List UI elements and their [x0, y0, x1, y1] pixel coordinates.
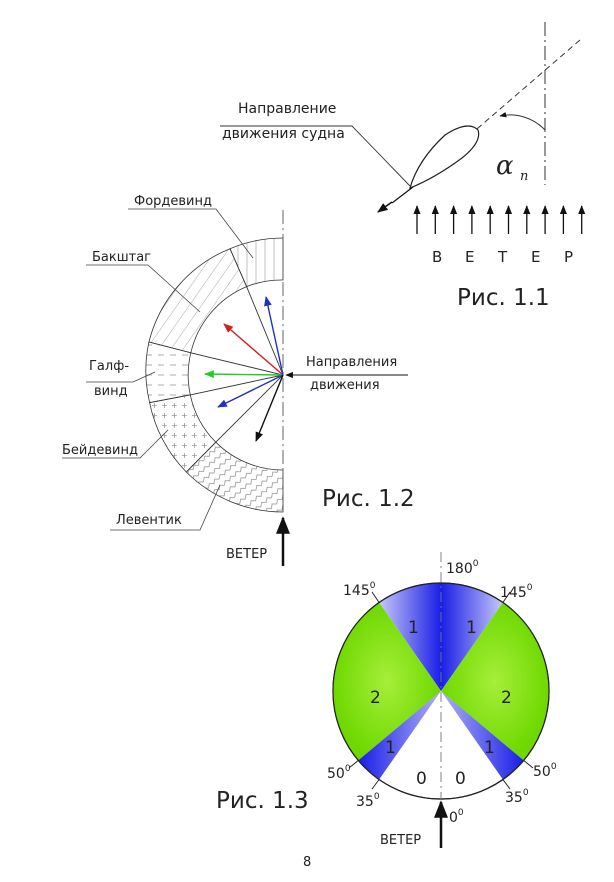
wind-letter: В — [432, 248, 442, 266]
page-number: 8 — [303, 855, 311, 870]
angle-35-left: 350 — [356, 792, 380, 810]
callout-line-2: движения судна — [222, 126, 345, 142]
callout-line-1: Направление — [238, 101, 336, 117]
wind-letter: Е — [465, 248, 474, 266]
angle-50-left: 500 — [327, 764, 351, 782]
label-leventik: Левентик — [116, 513, 182, 528]
zone-label-0-left: 0 — [416, 769, 427, 789]
wind-label-1-3: ВЕТЕР — [380, 833, 421, 848]
label-beydevind: Бейдевинд — [62, 443, 138, 458]
zone-label-1-top-left: 1 — [408, 618, 419, 638]
zone-label-1-top-right: 1 — [466, 618, 477, 638]
course-radials — [190, 286, 284, 443]
figure-1-1: Направление движения судна α n В Е Т Е Р Рис… — [220, 22, 586, 311]
wind-arrows — [413, 205, 586, 234]
ship-motion-arrow — [377, 201, 393, 213]
angle-0: 00 — [449, 808, 464, 826]
wind-letter: Е — [531, 248, 540, 266]
leader-lines — [62, 208, 254, 531]
figure-1-2: Фордевинд Бакштаг Галф- винд Бейдевинд Л… — [62, 194, 415, 566]
zone-1-lower-right — [441, 691, 524, 780]
vector-blue-upper — [264, 296, 284, 376]
label-galfvind-2: винд — [94, 384, 128, 399]
caption-1-1: Рис. 1.1 — [457, 285, 550, 311]
angle-subscript: n — [520, 169, 528, 184]
ship-hull — [409, 125, 480, 190]
angle-180: 1800 — [446, 559, 479, 577]
vector-red — [223, 323, 284, 376]
ship-motion-shaft — [391, 186, 414, 204]
zone-label-1-low-left: 1 — [385, 738, 396, 758]
angle-145-left: 1450 — [343, 581, 376, 599]
direction-label-1: Направления — [306, 355, 397, 370]
vector-green — [204, 370, 284, 379]
caption-1-3: Рис. 1.3 — [216, 788, 309, 814]
zone-1-lower-left — [358, 691, 441, 780]
zone-ticks — [348, 591, 534, 790]
wind-label-1-2: ВЕТЕР — [226, 547, 267, 562]
label-fordevind: Фордевинд — [134, 194, 212, 209]
zone-label-2-left: 2 — [370, 688, 381, 708]
direction-label-2: движения — [310, 378, 380, 393]
sector-galfvind — [145, 341, 192, 404]
angle-arc — [499, 111, 546, 131]
wind-letter: Р — [564, 248, 573, 266]
label-galfvind-1: Галф- — [89, 359, 129, 374]
label-bakshtag: Бакштаг — [92, 250, 151, 265]
wind-letter: Т — [497, 248, 508, 266]
vector-blue-lower — [217, 374, 284, 408]
zone-label-1-low-right: 1 — [484, 738, 495, 758]
figure-1-3: 1 1 2 2 1 1 0 0 1800 1450 1450 500 500 3… — [216, 552, 557, 848]
callout-leader-1-1 — [220, 125, 411, 187]
zone-label-0-right: 0 — [455, 769, 466, 789]
angle-35-right: 350 — [505, 788, 529, 806]
zone-label-2-right: 2 — [501, 688, 512, 708]
zone-2-right — [441, 602, 549, 761]
caption-1-2: Рис. 1.2 — [322, 486, 415, 512]
sector-bakshtag — [148, 248, 248, 354]
angle-50-right: 500 — [533, 762, 557, 780]
angle-symbol: α — [496, 151, 514, 181]
vector-black — [255, 374, 284, 442]
zone-2-left — [333, 602, 441, 761]
angle-145-right: 1450 — [500, 583, 533, 601]
